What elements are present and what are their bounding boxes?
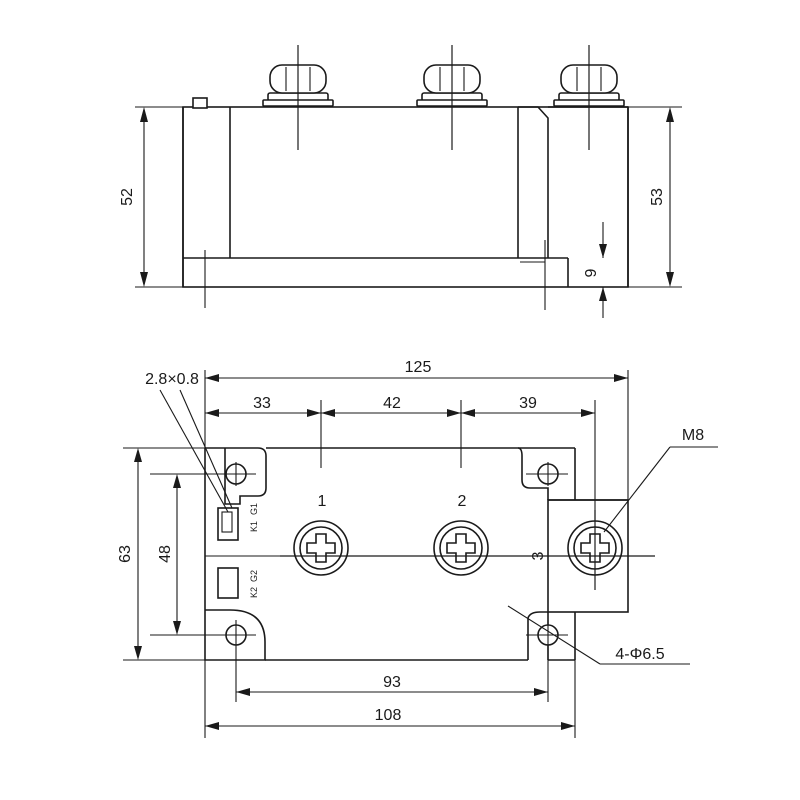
gate-tab — [192, 97, 208, 109]
terminal-3-label: 3 — [530, 551, 547, 560]
gate-tab-upper — [217, 507, 239, 541]
terminal-2-label: 2 — [458, 493, 467, 510]
label-k2: K2 — [249, 587, 259, 598]
dim-93-label: 93 — [383, 674, 401, 691]
thread-label: M8 — [682, 427, 704, 444]
dim-125-label: 125 — [405, 359, 432, 376]
side-view: 52 53 9 — [119, 45, 682, 318]
holes-label: 4-Φ6.5 — [615, 646, 664, 663]
terminal-1-label: 1 — [318, 493, 327, 510]
top-view: G1 K1 G2 K2 1 2 3 125 33 42 39 2.8×0.8 — [117, 359, 718, 738]
dim-42-label: 42 — [383, 395, 401, 412]
dim-108-label: 108 — [375, 707, 402, 724]
side-body — [182, 106, 629, 288]
label-k1: K1 — [249, 521, 259, 532]
terminal-1 — [293, 520, 349, 576]
label-g2: G2 — [249, 570, 259, 582]
dim-9-label: 9 — [583, 268, 600, 277]
dim-33-label: 33 — [253, 395, 271, 412]
dim-48-label: 48 — [157, 545, 174, 563]
dim-53-label: 53 — [649, 188, 666, 206]
tab-size-label: 2.8×0.8 — [145, 371, 199, 388]
terminal-2 — [433, 520, 489, 576]
dim-52-label: 52 — [119, 188, 136, 206]
gate-tab-lower — [217, 567, 239, 599]
dim-39-label: 39 — [519, 395, 537, 412]
dim-63-label: 63 — [117, 545, 134, 563]
label-g1: G1 — [249, 503, 259, 515]
